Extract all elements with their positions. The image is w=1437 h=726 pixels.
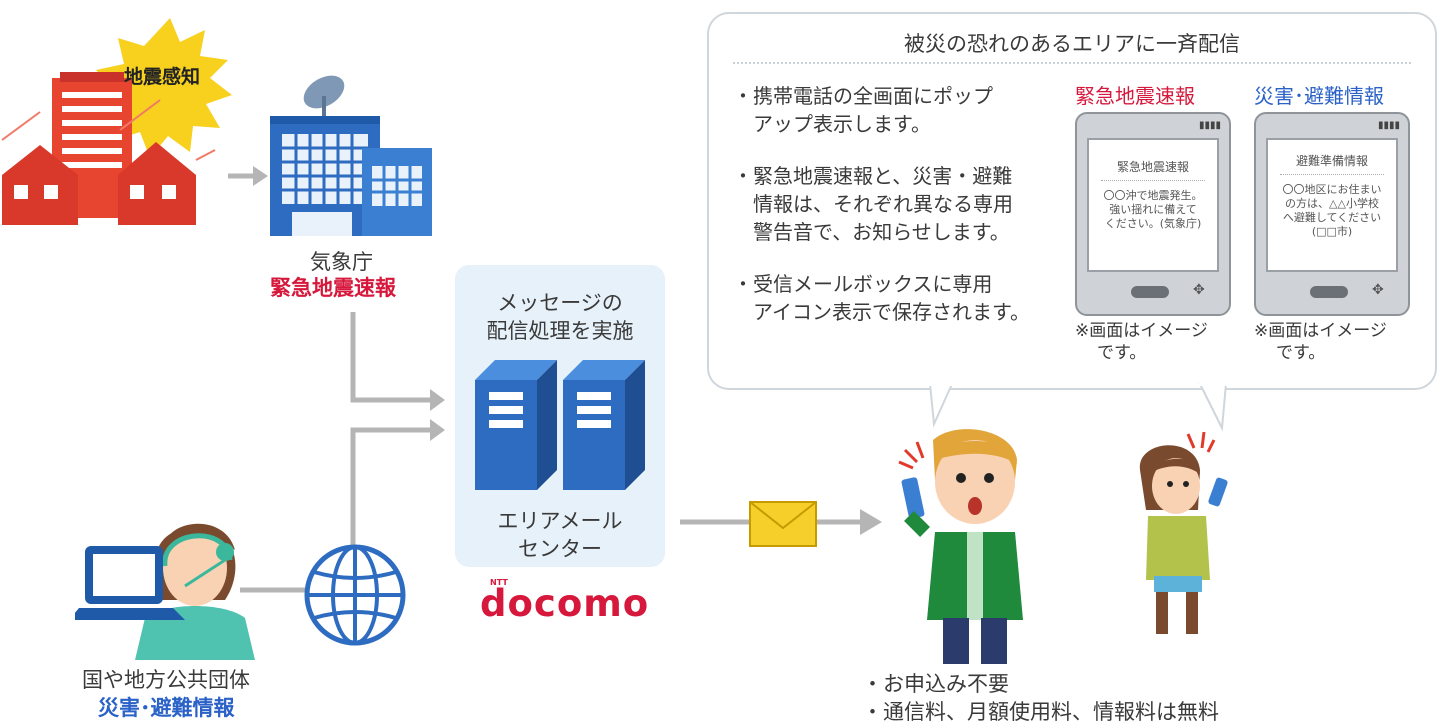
phone-2-note-line-2: です。 (1276, 343, 1326, 363)
feature-2-line-2: 情報は、それぞれ異なる専用 (733, 192, 1013, 216)
center-bottom-line-2: センター (518, 537, 602, 561)
phone-1-note-line-1: ※画面はイメージ (1075, 321, 1208, 341)
center-bottom-line-1: エリアメール (497, 509, 623, 533)
phone-1-header: 緊急地震速報 (1075, 84, 1195, 108)
phone-2-screen: 避難準備情報 〇〇地区にお住まい の方は、△△小学校 へ避難してください (□□… (1266, 138, 1398, 272)
government-service: 災害･避難情報 (98, 696, 235, 720)
feature-list: ・携帯電話の全画面にポップ アップ表示します。 ・緊急地震速報と、災害・避難 情… (733, 82, 1030, 326)
docomo-logo: NTT docomo (468, 578, 658, 630)
title-divider (733, 62, 1411, 64)
phone-2-screen-title: 避難準備情報 (1295, 154, 1368, 168)
center-buildings-icon (475, 360, 645, 490)
operator-illustration (75, 523, 255, 660)
jma-service: 緊急地震速報 (270, 276, 396, 300)
globe-icon (304, 544, 406, 646)
area-mail-center: メッセージの 配信処理を実施 エリアメール センター (455, 265, 665, 567)
jma-name: 気象庁 (310, 250, 373, 274)
quake-burst-label: 地震感知 (124, 66, 201, 88)
woman-with-phone-illustration (1139, 431, 1228, 634)
phone-2-screen-line-1: 〇〇地区にお住まい (1282, 183, 1382, 196)
phone-2-note-line-1: ※画面はイメージ (1254, 321, 1387, 341)
docomo-logo-small: NTT (490, 578, 508, 587)
phone-2-screen-line-2: の方は、△△小学校 (1285, 197, 1379, 210)
phone-2-screen-line-3: へ避難してください (1282, 211, 1382, 224)
phone-1-note-line-2: です。 (1097, 343, 1147, 363)
callout-tails (928, 382, 1228, 432)
feature-3-line-1: ・受信メールボックスに専用 (733, 272, 993, 296)
phone-2-dpad-icon: ✥ (1372, 282, 1384, 298)
man-with-phone-illustration (898, 429, 1023, 664)
phone-1-screen-line-2: 強い揺れに備えて (1109, 203, 1197, 216)
phone-1-home-button (1131, 286, 1169, 298)
quake-burst-icon (1, 18, 232, 225)
docomo-logo-text: docomo (480, 582, 650, 625)
phone-1-screen-line-1: 〇〇沖で地震発生。 (1103, 189, 1203, 202)
earthquake-detection: 地震感知 (0, 0, 240, 240)
phone-1-screen-line-3: ください。(気象庁) (1104, 217, 1202, 230)
phone-2-home-button (1310, 286, 1348, 298)
feature-1-line-2: アップ表示します。 (733, 112, 931, 136)
phone-1-screen: 緊急地震速報 〇〇沖で地震発生。 強い揺れに備えて ください。(気象庁) (1087, 138, 1219, 272)
feature-1-line-1: ・携帯電話の全画面にポップ (733, 84, 993, 108)
government-name: 国や地方公共団体 (82, 668, 250, 692)
center-top-line-2: 配信処理を実施 (486, 319, 634, 343)
phone-1-screen-title: 緊急地震速報 (1116, 160, 1189, 174)
feature-2-line-1: ・緊急地震速報と、災害・避難 (733, 164, 1013, 188)
phone-1-status-icons: ▮▮▮▮ (1198, 120, 1221, 131)
footnote-no-application: ・お申込み不要 (862, 672, 1009, 696)
phone-2-header: 災害･避難情報 (1254, 84, 1384, 108)
broadcast-callout-title: 被災の恐れのあるエリアに一斉配信 (904, 32, 1240, 56)
feature-2-line-3: 警告音で、お知らせします。 (733, 220, 1010, 244)
phone-1-dpad-icon: ✥ (1193, 282, 1205, 298)
phone-2-screen-line-4: (□□市) (1311, 225, 1353, 238)
footnote-free-of-charge: ・通信料、月額使用料、情報料は無料 (862, 700, 1219, 724)
jma-building-icon (270, 75, 432, 236)
feature-3-line-2: アイコン表示で保存されます。 (733, 300, 1030, 324)
phone-2-status-icons: ▮▮▮▮ (1377, 120, 1400, 131)
broadcast-callout: 被災の恐れのあるエリアに一斉配信 ・携帯電話の全画面にポップ アップ表示します。… (707, 12, 1437, 390)
mail-envelope-icon (749, 501, 817, 547)
phone-2: ▮▮▮▮ 避難準備情報 〇〇地区にお住まい の方は、△△小学校 へ避難してくださ… (1254, 112, 1410, 316)
center-top-line-1: メッセージの (497, 291, 623, 315)
phone-1: ▮▮▮▮ 緊急地震速報 〇〇沖で地震発生。 強い揺れに備えて ください。(気象庁… (1075, 112, 1231, 316)
